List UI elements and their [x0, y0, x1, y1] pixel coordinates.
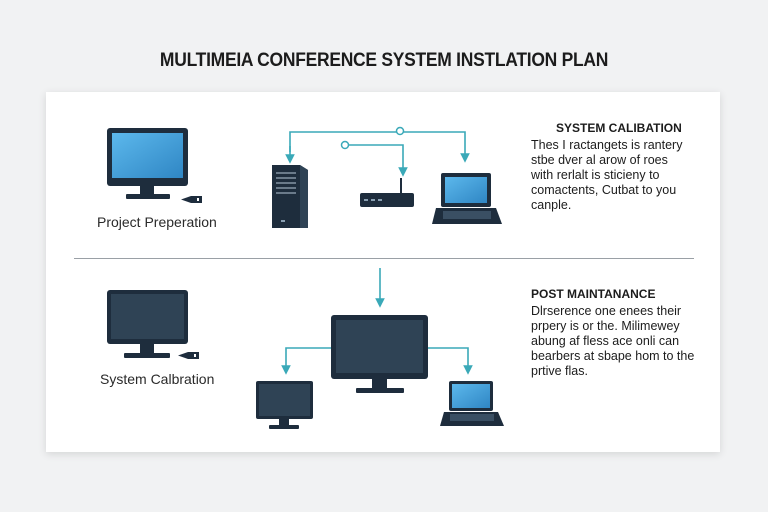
top-body-line: canple. — [531, 198, 572, 212]
page-title: MULTIMEIA CONFERENCE SYSTEM INSTLATION P… — [159, 50, 609, 71]
top-body-line: Thes I ractangets is rantery — [531, 138, 683, 152]
junction-node — [340, 140, 350, 150]
section-divider — [74, 258, 694, 259]
top-body-line: with rerlalt is sticieny to — [531, 168, 660, 182]
cable-plug-icon — [178, 352, 199, 359]
bottom-left-caption: System Calbration — [100, 371, 215, 387]
top-laptop-icon — [432, 173, 502, 224]
central-monitor-icon — [331, 315, 428, 393]
server-tower-icon — [272, 165, 308, 228]
bottom-laptop-icon — [440, 381, 504, 426]
top-left-caption: Project Preperation — [97, 214, 217, 230]
bottom-section-body: Dlrserence one enees their prpery is or … — [531, 304, 711, 379]
bottom-body-line: prtive flas. — [531, 364, 588, 378]
junction-node — [395, 126, 405, 136]
bottom-body-line: bearbers at sbape hom to the — [531, 349, 695, 363]
bottom-body-line: Dlrserence one enees their — [531, 304, 682, 318]
cable-plug-icon — [181, 196, 202, 203]
top-section-heading: SYSTEM CALIBATION — [556, 121, 682, 135]
top-connector-lines — [285, 131, 470, 177]
top-left-monitor-icon — [107, 128, 188, 199]
bottom-body-line: prpery is or the. Milimewey — [531, 319, 680, 333]
bottom-section-heading: POST MAINTANANCE — [531, 287, 656, 301]
bottom-body-line: abung af fless ace onli can — [531, 334, 680, 348]
bottom-small-monitor-icon — [256, 381, 313, 429]
bottom-connector-lines — [281, 268, 473, 375]
top-body-line: stbe dver al arow of roes — [531, 153, 668, 167]
top-body-line: comactents, Cutbat to you — [531, 183, 677, 197]
bottom-left-monitor-icon — [107, 290, 188, 358]
router-icon — [360, 178, 414, 207]
top-section-body: Thes I ractangets is rantery stbe dver a… — [531, 138, 711, 213]
